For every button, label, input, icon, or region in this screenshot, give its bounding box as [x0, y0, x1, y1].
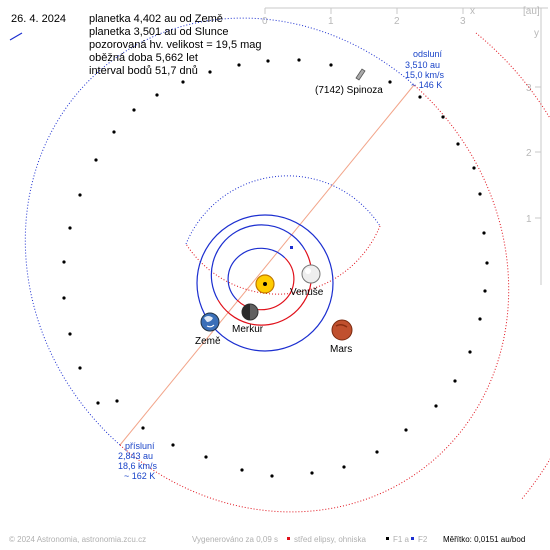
- legend-center-text: střed elipsy, ohniska: [294, 535, 366, 544]
- sun: [255, 274, 275, 294]
- x-tick-label-2: 2: [394, 16, 400, 27]
- legend-center-marker: [287, 537, 290, 540]
- x-tick-label-3: 3: [460, 16, 466, 27]
- mercury-label: Merkur: [232, 324, 264, 335]
- perihelion-info: přísluní 2,843 au 18,6 km/s ~ 162 K: [118, 441, 158, 481]
- unit-label: [au]: [523, 6, 540, 17]
- scale-text: Měřítko: 0,0151 au/bod: [443, 535, 525, 544]
- info-line-magnitude: pozorovaná hv. velikost = 19,5 mag: [89, 39, 262, 51]
- perihelion-temperature: ~ 162 K: [124, 471, 155, 481]
- earth-label: Země: [195, 336, 221, 347]
- orbit-marker: [290, 246, 293, 249]
- y-tick-label-2: 2: [526, 148, 532, 159]
- perihelion-title: přísluní: [125, 441, 155, 451]
- aphelion-speed: 15,0 km/s: [405, 70, 445, 80]
- asteroid-spinoza: [355, 68, 366, 81]
- asteroid-position-dots: [62, 58, 489, 478]
- generated-text: Vygenerováno za 0,09 s: [192, 535, 278, 544]
- mars-planet: [331, 319, 353, 341]
- mercury-planet: [241, 303, 259, 321]
- mars-orbit-red: [185, 225, 381, 295]
- mercury-orbit-blue: [227, 247, 286, 301]
- x-tick-label-1: 1: [328, 16, 334, 27]
- x-tick-label-0: 0: [262, 16, 268, 27]
- aphelion-title: odsluní: [413, 49, 443, 59]
- info-line-distance-sun: planetka 3,501 au od Slunce: [89, 26, 228, 38]
- perihelion-distance: 2,843 au: [118, 451, 153, 461]
- aphelion-info: odsluní 3,510 au 15,0 km/s ~ 146 K: [405, 49, 445, 90]
- legend-f1-text: F1 a: [393, 535, 410, 544]
- info-line-distance-earth: planetka 4,402 au od Země: [89, 13, 223, 25]
- venus-orbit-blue: [210, 224, 306, 301]
- aphelion-distance: 3,510 au: [405, 60, 440, 70]
- aphelion-temperature: ~ 146 K: [411, 80, 442, 90]
- jupiter-orbit-fragment: [475, 32, 550, 501]
- y-tick-label-1: 1: [526, 214, 532, 225]
- y-tick-label-3: 3: [526, 83, 532, 94]
- mars-orbit-blue: [185, 175, 381, 245]
- legend-f2-marker: [411, 537, 414, 540]
- info-line-period: oběžná doba 5,662 let: [89, 52, 198, 64]
- asteroid-name-label: (7142) Spinoza: [315, 85, 383, 96]
- asteroid-orbit-blue-part: [24, 17, 415, 446]
- mars-label: Mars: [330, 344, 352, 355]
- x-axis-label: x: [470, 6, 475, 17]
- earth-orbit: [196, 214, 334, 352]
- orbit-legend-icon: [9, 32, 23, 41]
- venus-label: Venuše: [290, 287, 324, 298]
- copyright-text: © 2024 Astronomia, astronomia.zcu.cz: [9, 535, 146, 544]
- date-label: 26. 4. 2024: [11, 13, 66, 25]
- venus-planet: [301, 264, 321, 284]
- legend-f1-marker: [386, 537, 389, 540]
- asteroid-orbit-red-part: [119, 84, 510, 513]
- y-axis-label: y: [534, 28, 539, 39]
- legend-f2-text: F2: [418, 535, 428, 544]
- info-line-interval: interval bodů 51,7 dnů: [89, 65, 198, 77]
- footer: © 2024 Astronomia, astronomia.zcu.cz Vyg…: [9, 535, 525, 544]
- line-of-apsides: [119, 84, 415, 446]
- perihelion-speed: 18,6 km/s: [118, 461, 158, 471]
- earth-planet: [200, 312, 220, 332]
- header-block: 26. 4. 2024 planetka 4,402 au od Země pl…: [9, 13, 262, 77]
- axes: 0 1 2 3 x [au] 3 2 1 y: [262, 6, 548, 285]
